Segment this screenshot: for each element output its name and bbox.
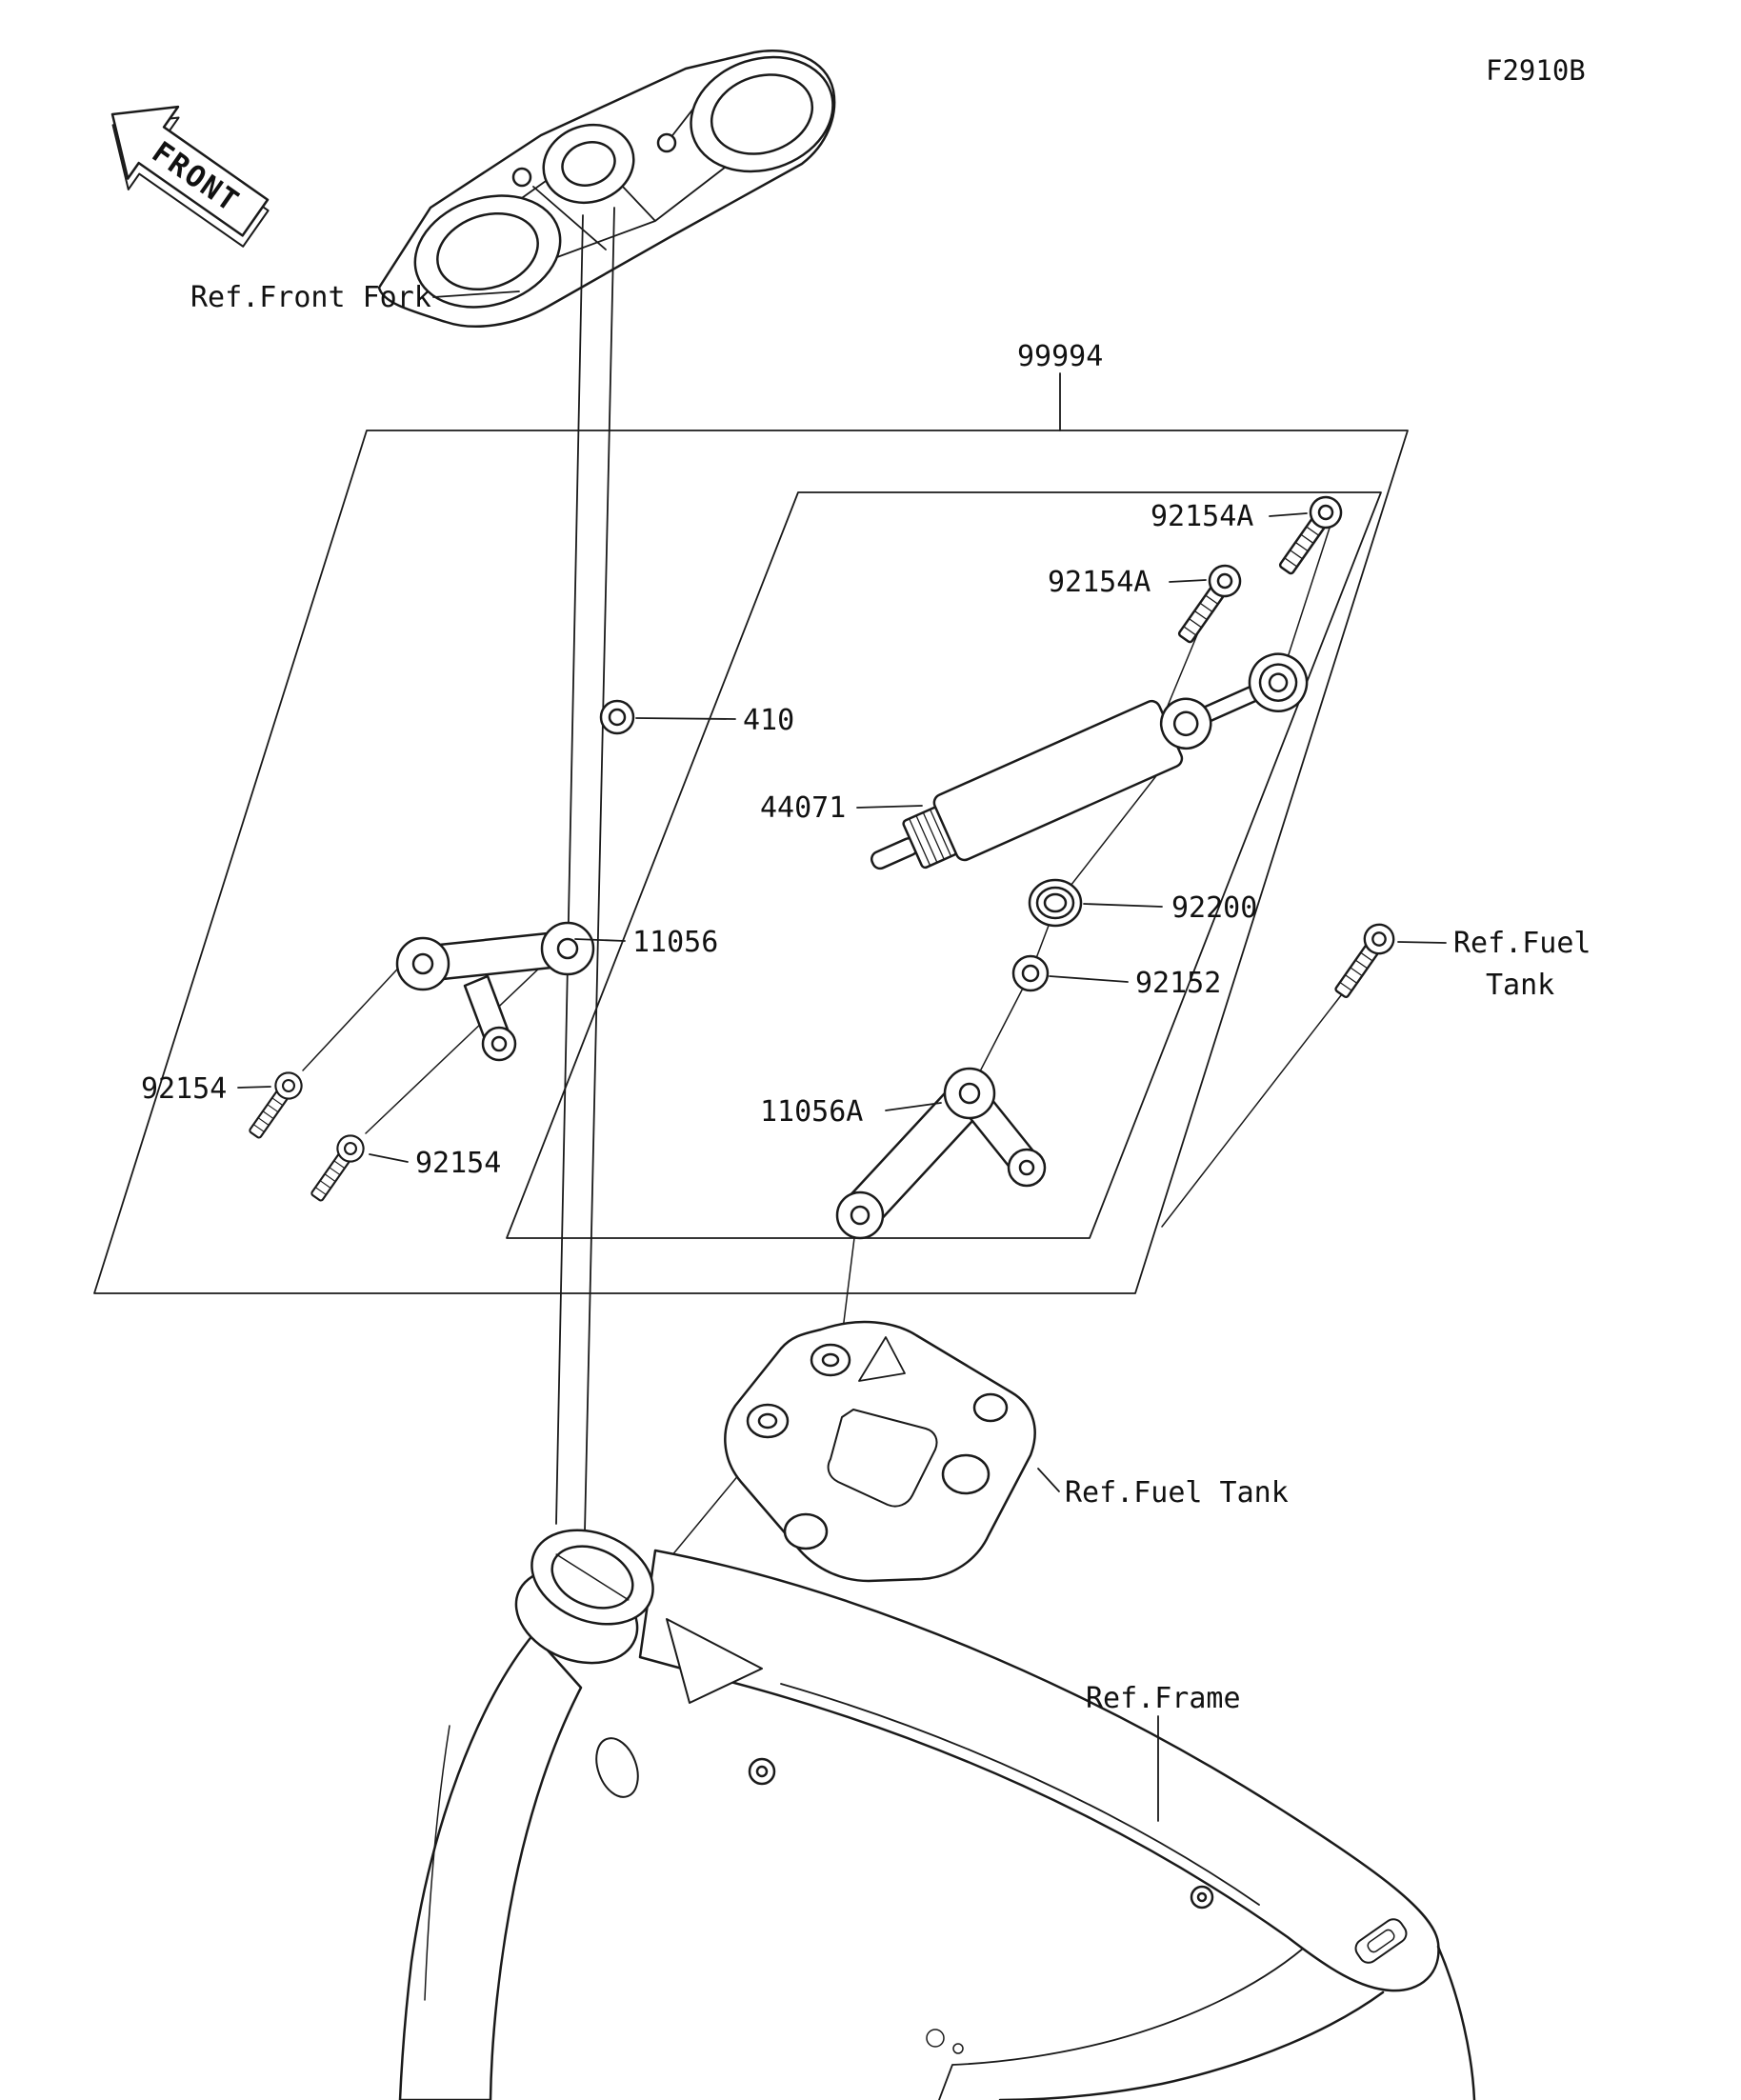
clamp-bolt-hole: [511, 167, 532, 188]
bracket-11056a-label: 11056A: [760, 1095, 863, 1129]
fork-tube-ring-right: [690, 55, 834, 173]
frame-slot-boss: [1354, 1918, 1408, 1964]
screw-92154a-mid-label: 92154A: [1048, 566, 1151, 599]
front-arrow-shadow: [111, 116, 270, 248]
frame-main-spar: [638, 1549, 1440, 1992]
screw-92154a-top-label: 92154A: [1151, 500, 1253, 533]
bracket-11056-drawing: [395, 921, 595, 1062]
frame-gusset: [666, 1618, 763, 1704]
washer-410-drawing: [599, 699, 635, 735]
ref-fuel-tank-side-label-line1: Ref.Fuel: [1453, 927, 1591, 960]
fuel-tank-screw-drawing: [1334, 923, 1395, 999]
kit-number-label: 99994: [1017, 340, 1103, 373]
screw-92154-lower-drawing: [310, 1134, 365, 1202]
screw-92154-left-drawing: [249, 1071, 303, 1139]
washer-410-label: 410: [743, 704, 794, 737]
bracket-11056a-drawing: [835, 1067, 1047, 1240]
screw-92154a-mid-drawing: [1177, 564, 1242, 644]
ref-frame-label: Ref.Frame: [1086, 1682, 1241, 1715]
leader-lines: [237, 290, 1447, 1822]
ref-fuel-tank-side-label-line2: Tank: [1486, 969, 1554, 1002]
triple-clamp-drawing: [377, 50, 836, 328]
screw-92154-left-label: 92154: [141, 1072, 227, 1106]
diagram-labels: F2910B Ref.Front Fork 99994 92154A 92154…: [141, 54, 1591, 1715]
frame-head-tube: [514, 1529, 654, 1665]
steering-stem-boss: [542, 123, 635, 205]
washer-92152-drawing: [1011, 954, 1050, 992]
screw-92154-lower-label: 92154: [415, 1147, 501, 1180]
clamp-bolt-hole: [656, 132, 677, 153]
front-arrow-shape: [110, 105, 270, 237]
steering-stem-lines: [555, 207, 615, 1532]
frame-drawing: [398, 1529, 1476, 2100]
ref-fuel-tank-center-label: Ref.Fuel Tank: [1065, 1476, 1289, 1510]
subassembly-boundary-box: [506, 491, 1382, 1239]
washer-92152-label: 92152: [1135, 967, 1221, 1000]
front-direction-arrow: FRONT: [110, 105, 270, 248]
steering-damper-drawing: [870, 652, 1309, 870]
ref-front-fork-label: Ref.Front Fork: [190, 281, 431, 314]
collar-92200-label: 92200: [1171, 891, 1257, 925]
diagram-code: F2910B: [1486, 54, 1586, 87]
damper-body: [932, 699, 1184, 862]
collar-92200-drawing: [1028, 878, 1083, 928]
screw-92154a-top-drawing: [1278, 495, 1343, 575]
fuel-tank-bracket-drawing: [724, 1320, 1036, 1583]
frame-down-tube: [398, 1632, 583, 2100]
bracket-11056-label: 11056: [632, 926, 718, 959]
fork-tube-ring-left: [413, 194, 562, 309]
damper-44071-label: 44071: [760, 791, 846, 825]
